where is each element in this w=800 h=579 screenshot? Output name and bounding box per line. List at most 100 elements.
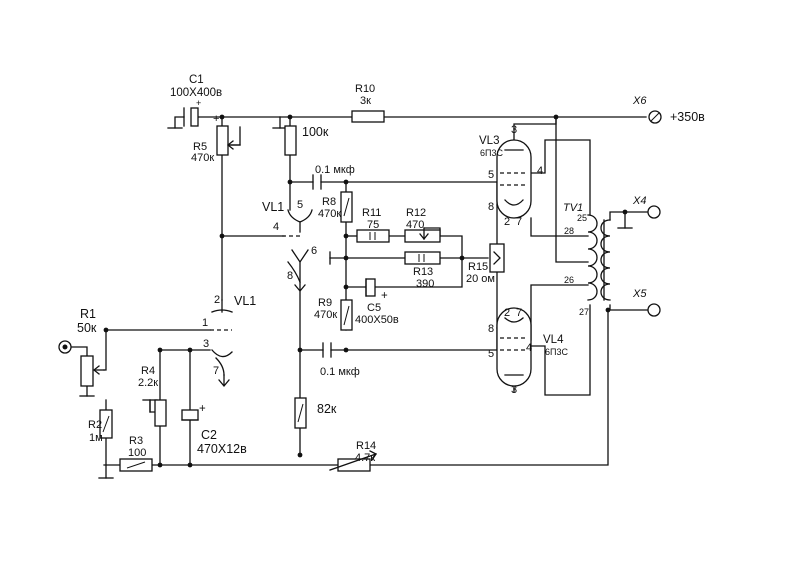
r13-value: 390 (416, 278, 434, 290)
vl1a-pin8: 8 (287, 270, 293, 282)
r4-value: 2.2к (138, 377, 158, 389)
r8-value: 470к (318, 208, 341, 220)
r5-value: 470к (191, 152, 214, 164)
r3-ref: R3 (129, 435, 143, 447)
vl1-upper-ref: VL1 (262, 200, 284, 214)
potentiometer-r1: R1 50к (58, 307, 105, 387)
resistor-r9: R9 470к (314, 297, 353, 331)
resistor-r3: R3 100 (119, 435, 153, 472)
vl4-pin4: 4 (526, 342, 532, 354)
r8-ref: R8 (322, 196, 336, 208)
r1-ref: R1 (80, 307, 96, 321)
vl1-lower-ref: VL1 (234, 294, 256, 308)
c2-ref: C2 (201, 428, 217, 442)
resistor-82k: 82к (294, 397, 337, 429)
c5-ref: C5 (367, 302, 381, 314)
resistor-r10: R10 3к (351, 83, 385, 123)
vl3-ref: VL3 (479, 135, 499, 147)
capacitor-c5: + C5 400X50в (355, 278, 399, 326)
vl3-pin8: 8 (488, 201, 494, 213)
tube-vl3: 3 5 4 8 2 7 VL3 6П3С (479, 124, 543, 228)
r11-ref: R11 (362, 207, 381, 219)
x4-ref: X4 (632, 195, 646, 207)
vl1b-pin3: 3 (203, 338, 209, 350)
vl3-pin3: 3 (511, 124, 517, 136)
c1-value: 100X400в (170, 87, 222, 99)
x5-ref: X5 (632, 288, 647, 300)
vl3-pin2: 2 (504, 216, 510, 228)
vl4-ref: VL4 (543, 334, 564, 346)
r14-ref: R14 (356, 440, 376, 452)
c1-polarity: + (196, 98, 201, 108)
vl4-pin8: 8 (488, 323, 494, 335)
resistor-r11: R11 75 (356, 207, 390, 243)
potentiometer-r4: R4 2.2к (138, 365, 167, 427)
terminal-x4: X4 (632, 195, 661, 219)
vl4-pin7: 7 (516, 307, 522, 319)
vl3-type: 6П3С (480, 148, 503, 158)
tv1-pin28: 28 (564, 226, 574, 236)
r11-value: 75 (367, 219, 379, 231)
resistor-r12: R12 470 (404, 207, 441, 243)
terminal-x5: X5 (632, 288, 661, 317)
capacitor-01-bottom: 0.1 мкф (320, 342, 360, 378)
r5-plus: + (213, 113, 219, 125)
vl1b-pin2: 2 (214, 294, 220, 306)
resistor-r13: R13 390 (404, 251, 441, 290)
junction-dots (103, 114, 628, 468)
vl3-pin4: 4 (537, 165, 543, 177)
c1-ref: C1 (189, 74, 204, 86)
capacitor-c2: + C2 470X12в (181, 403, 247, 456)
r82k-value: 82к (317, 402, 337, 416)
tv1-pin26: 26 (564, 275, 574, 285)
vl1a-pin4: 4 (273, 221, 279, 233)
tube-vl4: 2 7 8 4 5 3 VL4 6П3С (488, 307, 568, 396)
potentiometer-r5: + R5 470к (191, 113, 241, 164)
r100k-value: 100к (302, 125, 329, 139)
c2-plus: + (199, 403, 206, 415)
r2-value: 1м (89, 432, 103, 444)
r15-value: 20 ом (466, 273, 495, 285)
r10-ref: R10 (355, 83, 375, 95)
terminal-x6: X6 +350в (632, 95, 705, 124)
resistor-r8: R8 470к (318, 191, 353, 223)
r9-ref: R9 (318, 297, 332, 309)
tube-vl1-upper: VL1 5 4 6 8 (262, 199, 317, 283)
potentiometer-r14: R14 4.7к (329, 440, 377, 472)
r12-ref: R12 (406, 207, 426, 219)
r12-value: 470 (406, 219, 424, 231)
tv1-pin27: 27 (579, 307, 589, 317)
vl4-pin2: 2 (504, 307, 510, 319)
vl4-pin5: 5 (488, 348, 494, 360)
vl1a-pin5: 5 (297, 199, 303, 211)
resistor-r2: R2 1м (88, 409, 113, 444)
vl4-pin3: 3 (511, 384, 517, 396)
vl1b-pin7: 7 (213, 365, 219, 377)
r1-value: 50к (77, 321, 97, 335)
x6-value: +350в (670, 110, 705, 124)
vl3-pin7: 7 (516, 216, 522, 228)
r5-ref: R5 (193, 141, 207, 153)
r10-value: 3к (360, 95, 371, 107)
capacitor-c1: + C1 100X400в (170, 74, 222, 127)
r2-ref: R2 (88, 419, 102, 431)
c5-plus: + (381, 290, 388, 302)
r14-value: 4.7к (355, 452, 375, 464)
x6-ref: X6 (632, 95, 647, 107)
vl4-type: 6П3С (545, 347, 568, 357)
capacitor-01-top: 0.1 мкф (312, 164, 355, 190)
c5-value: 400X50в (355, 314, 399, 326)
transformer-tv1: TV1 25 28 26 27 (563, 202, 611, 317)
c01top-value: 0.1 мкф (315, 164, 355, 176)
potentiometer-r15: R15 20 ом (466, 243, 505, 285)
r13-ref: R13 (413, 266, 433, 278)
vl3-pin5: 5 (488, 169, 494, 181)
tv1-ref: TV1 (563, 202, 583, 214)
r3-value: 100 (128, 447, 146, 459)
r15-ref: R15 (468, 261, 488, 273)
tv1-pin25: 25 (577, 213, 587, 223)
vl1a-pin6: 6 (311, 245, 317, 257)
tube-vl1-lower: VL1 2 1 3 7 (202, 294, 256, 377)
r4-ref: R4 (141, 365, 155, 377)
